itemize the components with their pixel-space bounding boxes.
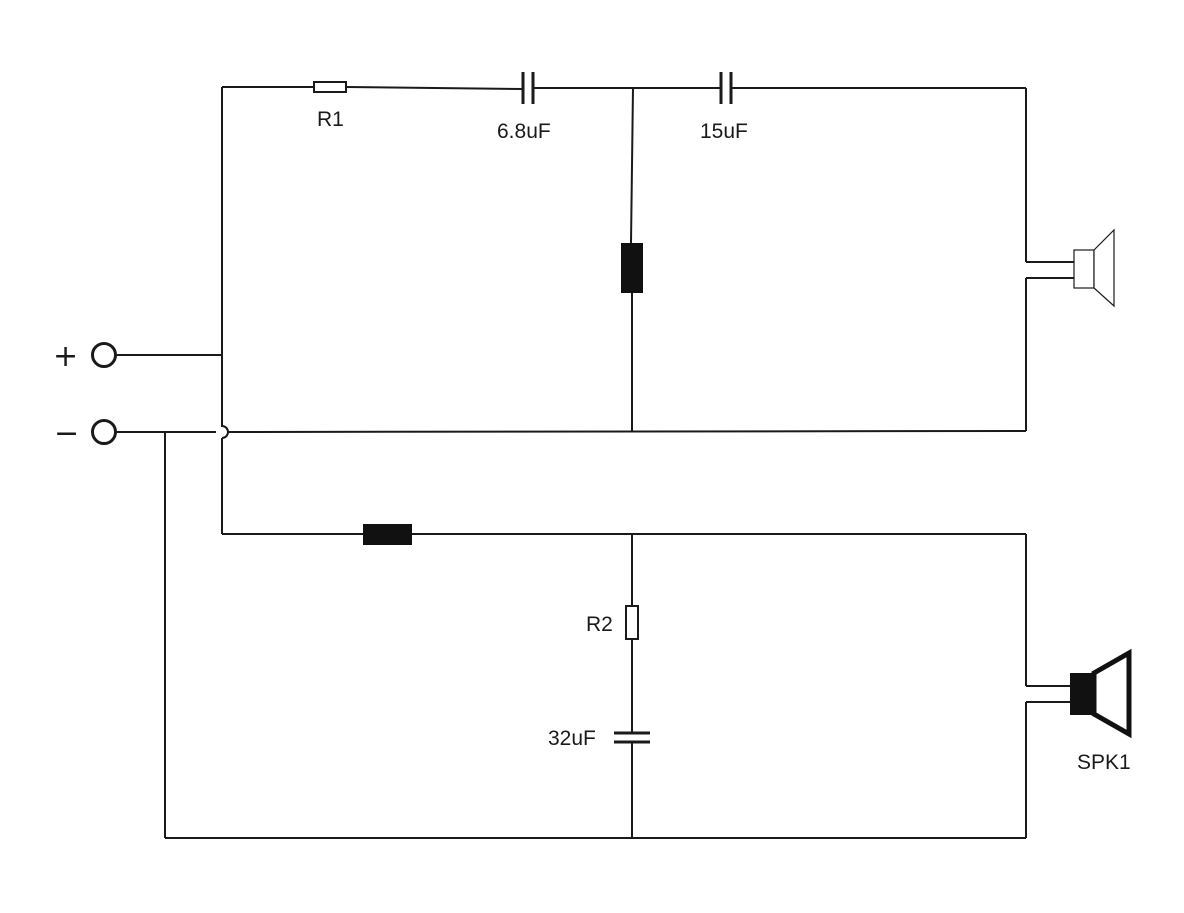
input-terminals: + −: [53, 339, 117, 451]
resistor-r2[interactable]: [625, 605, 639, 640]
resistor-r1[interactable]: [313, 81, 347, 93]
inductor-l1[interactable]: [621, 243, 643, 293]
capacitor-c3[interactable]: [614, 731, 650, 744]
wire-ground-top-right: [227, 430, 1027, 433]
wire-r1-to-c1: [346, 86, 523, 90]
capacitor-c2[interactable]: [719, 72, 733, 104]
wire-crossover-hop: [221, 424, 229, 439]
positive-terminal[interactable]: [91, 342, 117, 368]
label-c3: 32uF: [548, 727, 596, 750]
label-c1: 6.8uF: [497, 120, 551, 143]
label-spk1: SPK1: [1077, 751, 1131, 774]
wire-l1-upper: [630, 87, 634, 244]
inductor-l2[interactable]: [363, 524, 412, 545]
label-c2: 15uF: [700, 120, 748, 143]
tweeter-speaker-icon[interactable]: [1073, 228, 1115, 308]
negative-sign: −: [54, 416, 79, 451]
label-r2: R2: [586, 613, 613, 636]
label-r1: R1: [317, 108, 344, 131]
positive-sign: +: [53, 339, 78, 374]
capacitor-c1[interactable]: [521, 72, 535, 104]
negative-terminal[interactable]: [91, 419, 117, 445]
woofer-speaker-icon[interactable]: [1070, 648, 1132, 739]
wires: [116, 86, 1074, 839]
